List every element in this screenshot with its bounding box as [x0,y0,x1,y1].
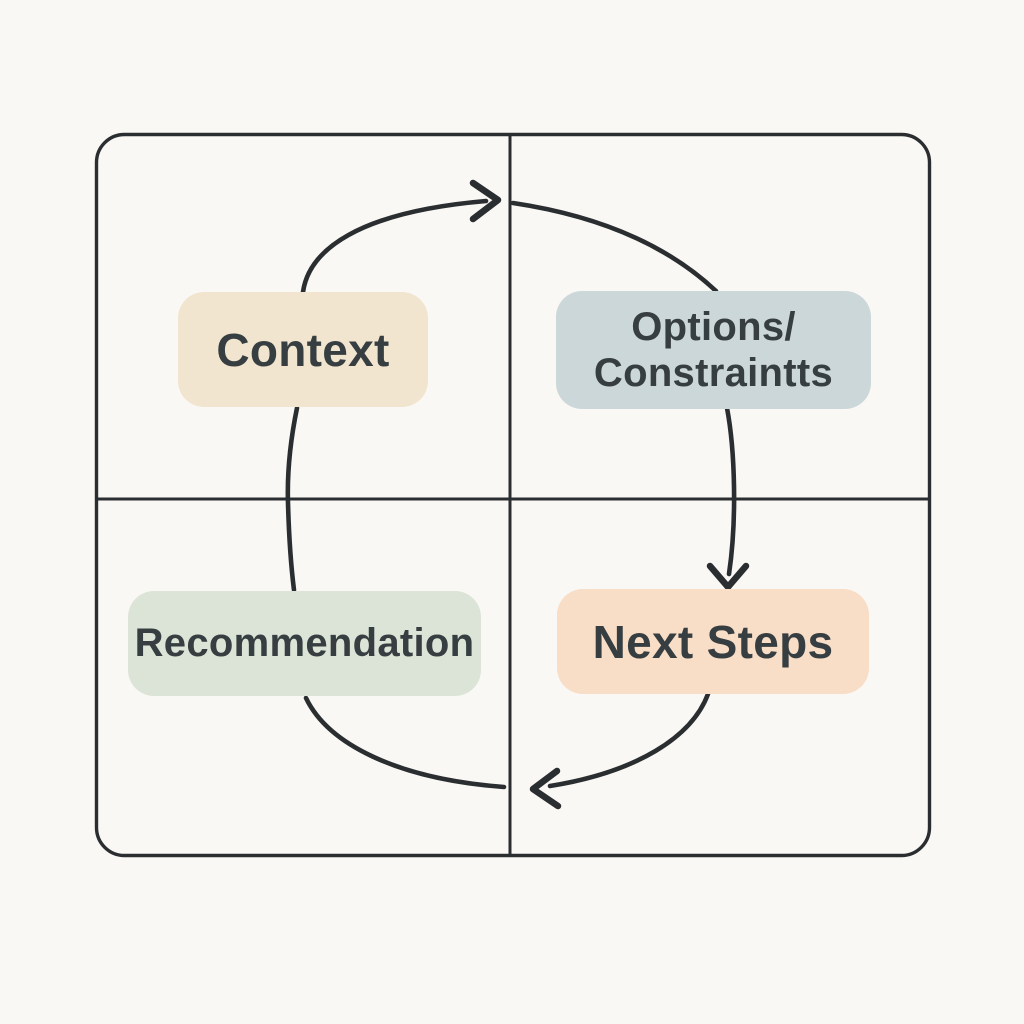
arc-context-to-recommendation [285,405,300,593]
arc-top-to-options [510,200,719,294]
node-options-constraints-label: Options/ Constraintts [594,304,833,396]
node-next-steps-label: Next Steps [592,615,834,668]
quadrant-frame [94,132,932,858]
node-recommendation: Recommendation [128,591,481,696]
options-label-line2: Constraintts [593,351,834,395]
arrowhead-down-icon [706,562,750,591]
options-label-line1: Options/ [631,305,796,349]
arc-options-to-nextsteps [724,405,737,577]
node-context: Context [178,292,428,407]
arc-context-to-top-arrow [300,198,489,295]
node-recommendation-label: Recommendation [134,621,475,665]
node-options-constraints: Options/ Constraintts [556,291,871,409]
arrowhead-right-icon [469,179,502,223]
arc-recommendation-to-bottom [303,695,507,790]
node-context-label: Context [216,323,390,376]
node-next-steps: Next Steps [557,589,869,694]
arc-nextsteps-to-bottom-arrow [547,691,711,789]
arrowhead-left-icon [529,767,562,810]
